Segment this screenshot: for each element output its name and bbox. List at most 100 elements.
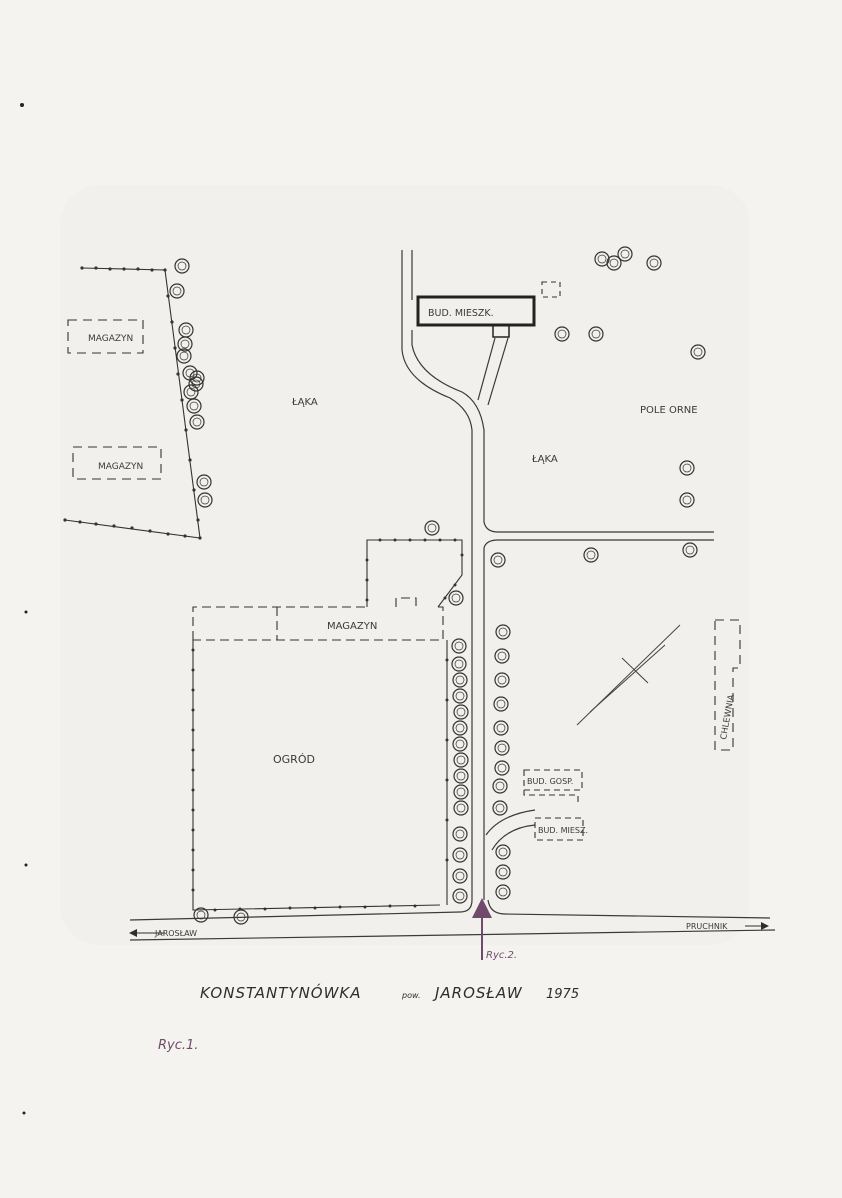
tree-icon-inner bbox=[456, 771, 466, 781]
tree-icon-inner bbox=[495, 781, 505, 791]
tree-icon bbox=[492, 800, 508, 816]
bud-miesz-small-label: BUD. MIESZ. bbox=[538, 826, 588, 835]
tree-icon bbox=[453, 752, 469, 768]
tree-icon-inner bbox=[693, 347, 703, 357]
tree-icon bbox=[490, 552, 506, 568]
trees bbox=[169, 246, 706, 925]
tree-icon-inner bbox=[682, 463, 692, 473]
tree-icon-inner bbox=[682, 495, 692, 505]
tree-icon bbox=[494, 740, 510, 756]
tree-icon bbox=[186, 398, 202, 414]
caption-district: pow. bbox=[401, 991, 421, 1000]
tree-icon bbox=[492, 778, 508, 794]
tree-icon bbox=[189, 370, 205, 386]
tree-icon bbox=[495, 864, 511, 880]
tree-icon bbox=[495, 624, 511, 640]
tree-icon bbox=[493, 696, 509, 712]
tree-icon-inner bbox=[591, 329, 601, 339]
tree-icon-inner bbox=[451, 593, 461, 603]
tree-icon bbox=[453, 784, 469, 800]
main-road bbox=[129, 899, 776, 941]
tree-icon-inner bbox=[177, 261, 187, 271]
ryc2-label: Ryc.2. bbox=[486, 950, 517, 961]
bud-gosp-outline bbox=[523, 769, 583, 805]
tree-icon-inner bbox=[497, 675, 507, 685]
tree-icon bbox=[679, 460, 695, 476]
tree-icon-inner bbox=[586, 550, 596, 560]
tree-icon-inner bbox=[200, 495, 210, 505]
tree-icon bbox=[169, 283, 185, 299]
tree-icon-inner bbox=[196, 910, 206, 920]
tree-icon bbox=[453, 704, 469, 720]
pole-orne-label: POLE ORNE bbox=[640, 405, 698, 416]
tree-icon bbox=[452, 826, 468, 842]
tree-icon-inner bbox=[497, 651, 507, 661]
tree-icon bbox=[177, 336, 193, 352]
tree-icon bbox=[197, 492, 213, 508]
tree-icon-inner bbox=[456, 787, 466, 797]
tree-icon bbox=[495, 844, 511, 860]
tree-icon-inner bbox=[685, 545, 695, 555]
west-fence-posts bbox=[63, 266, 202, 540]
tree-icon bbox=[196, 474, 212, 490]
tree-icon-inner bbox=[455, 891, 465, 901]
tree-icon-inner bbox=[455, 739, 465, 749]
bud-miesz-small-outline bbox=[534, 817, 584, 841]
laka-west-label: ŁĄKA bbox=[291, 397, 318, 408]
tree-icon-inner bbox=[455, 871, 465, 881]
tree-icon-inner bbox=[497, 743, 507, 753]
tree-icon-inner bbox=[455, 723, 465, 733]
tree-icon-inner bbox=[496, 699, 506, 709]
shed-outline bbox=[541, 281, 561, 298]
tree-icon bbox=[452, 688, 468, 704]
tree-icon bbox=[679, 492, 695, 508]
tree-icon-inner bbox=[557, 329, 567, 339]
tree-icon-inner bbox=[498, 887, 508, 897]
tree-icon-inner bbox=[495, 803, 505, 813]
tree-icon-inner bbox=[181, 325, 191, 335]
tree-icon bbox=[690, 344, 706, 360]
laka-east-label: ŁĄKA bbox=[531, 454, 558, 465]
tree-icon-inner bbox=[455, 829, 465, 839]
tree-icon bbox=[682, 542, 698, 558]
tree-icon-inner bbox=[172, 286, 182, 296]
tree-icon bbox=[554, 326, 570, 342]
tree-icon bbox=[452, 847, 468, 863]
tree-icon-inner bbox=[186, 387, 196, 397]
tree-icon-inner bbox=[455, 850, 465, 860]
tree-icon bbox=[448, 590, 464, 606]
tree-icon-inner bbox=[455, 691, 465, 701]
tree-icon-inner bbox=[456, 707, 466, 717]
tree-icon-inner bbox=[454, 641, 464, 651]
tree-icon bbox=[193, 907, 209, 923]
magazyn-3-label: MAGAZYN bbox=[327, 621, 377, 632]
tree-icon-inner bbox=[199, 477, 209, 487]
tree-icon-inner bbox=[649, 258, 659, 268]
field-cross-lines bbox=[576, 624, 681, 726]
tree-icon bbox=[646, 255, 662, 271]
tree-icon-inner bbox=[456, 803, 466, 813]
tree-icon bbox=[183, 384, 199, 400]
magazyn-2-label: MAGAZYN bbox=[98, 462, 143, 472]
stipple-area bbox=[60, 185, 750, 945]
tree-icon-inner bbox=[493, 555, 503, 565]
tree-icon bbox=[494, 648, 510, 664]
tree-icon-inner bbox=[180, 339, 190, 349]
tree-icon-inner bbox=[179, 351, 189, 361]
garden-fence-posts bbox=[191, 538, 464, 912]
chlewnia-outline bbox=[714, 619, 741, 751]
tree-icon bbox=[583, 547, 599, 563]
tree-icon bbox=[453, 800, 469, 816]
tree-icon bbox=[452, 672, 468, 688]
tree-icon bbox=[174, 258, 190, 274]
ogrod-label: OGRÓD bbox=[273, 753, 315, 766]
tree-icon bbox=[189, 414, 205, 430]
tree-icon bbox=[606, 255, 622, 271]
tree-icon bbox=[453, 768, 469, 784]
access-road bbox=[401, 250, 714, 900]
tree-icon bbox=[617, 246, 633, 262]
tree-icon-inner bbox=[498, 847, 508, 857]
bud-mieszk-building bbox=[416, 295, 536, 338]
caption-year: 1975 bbox=[546, 987, 579, 1002]
